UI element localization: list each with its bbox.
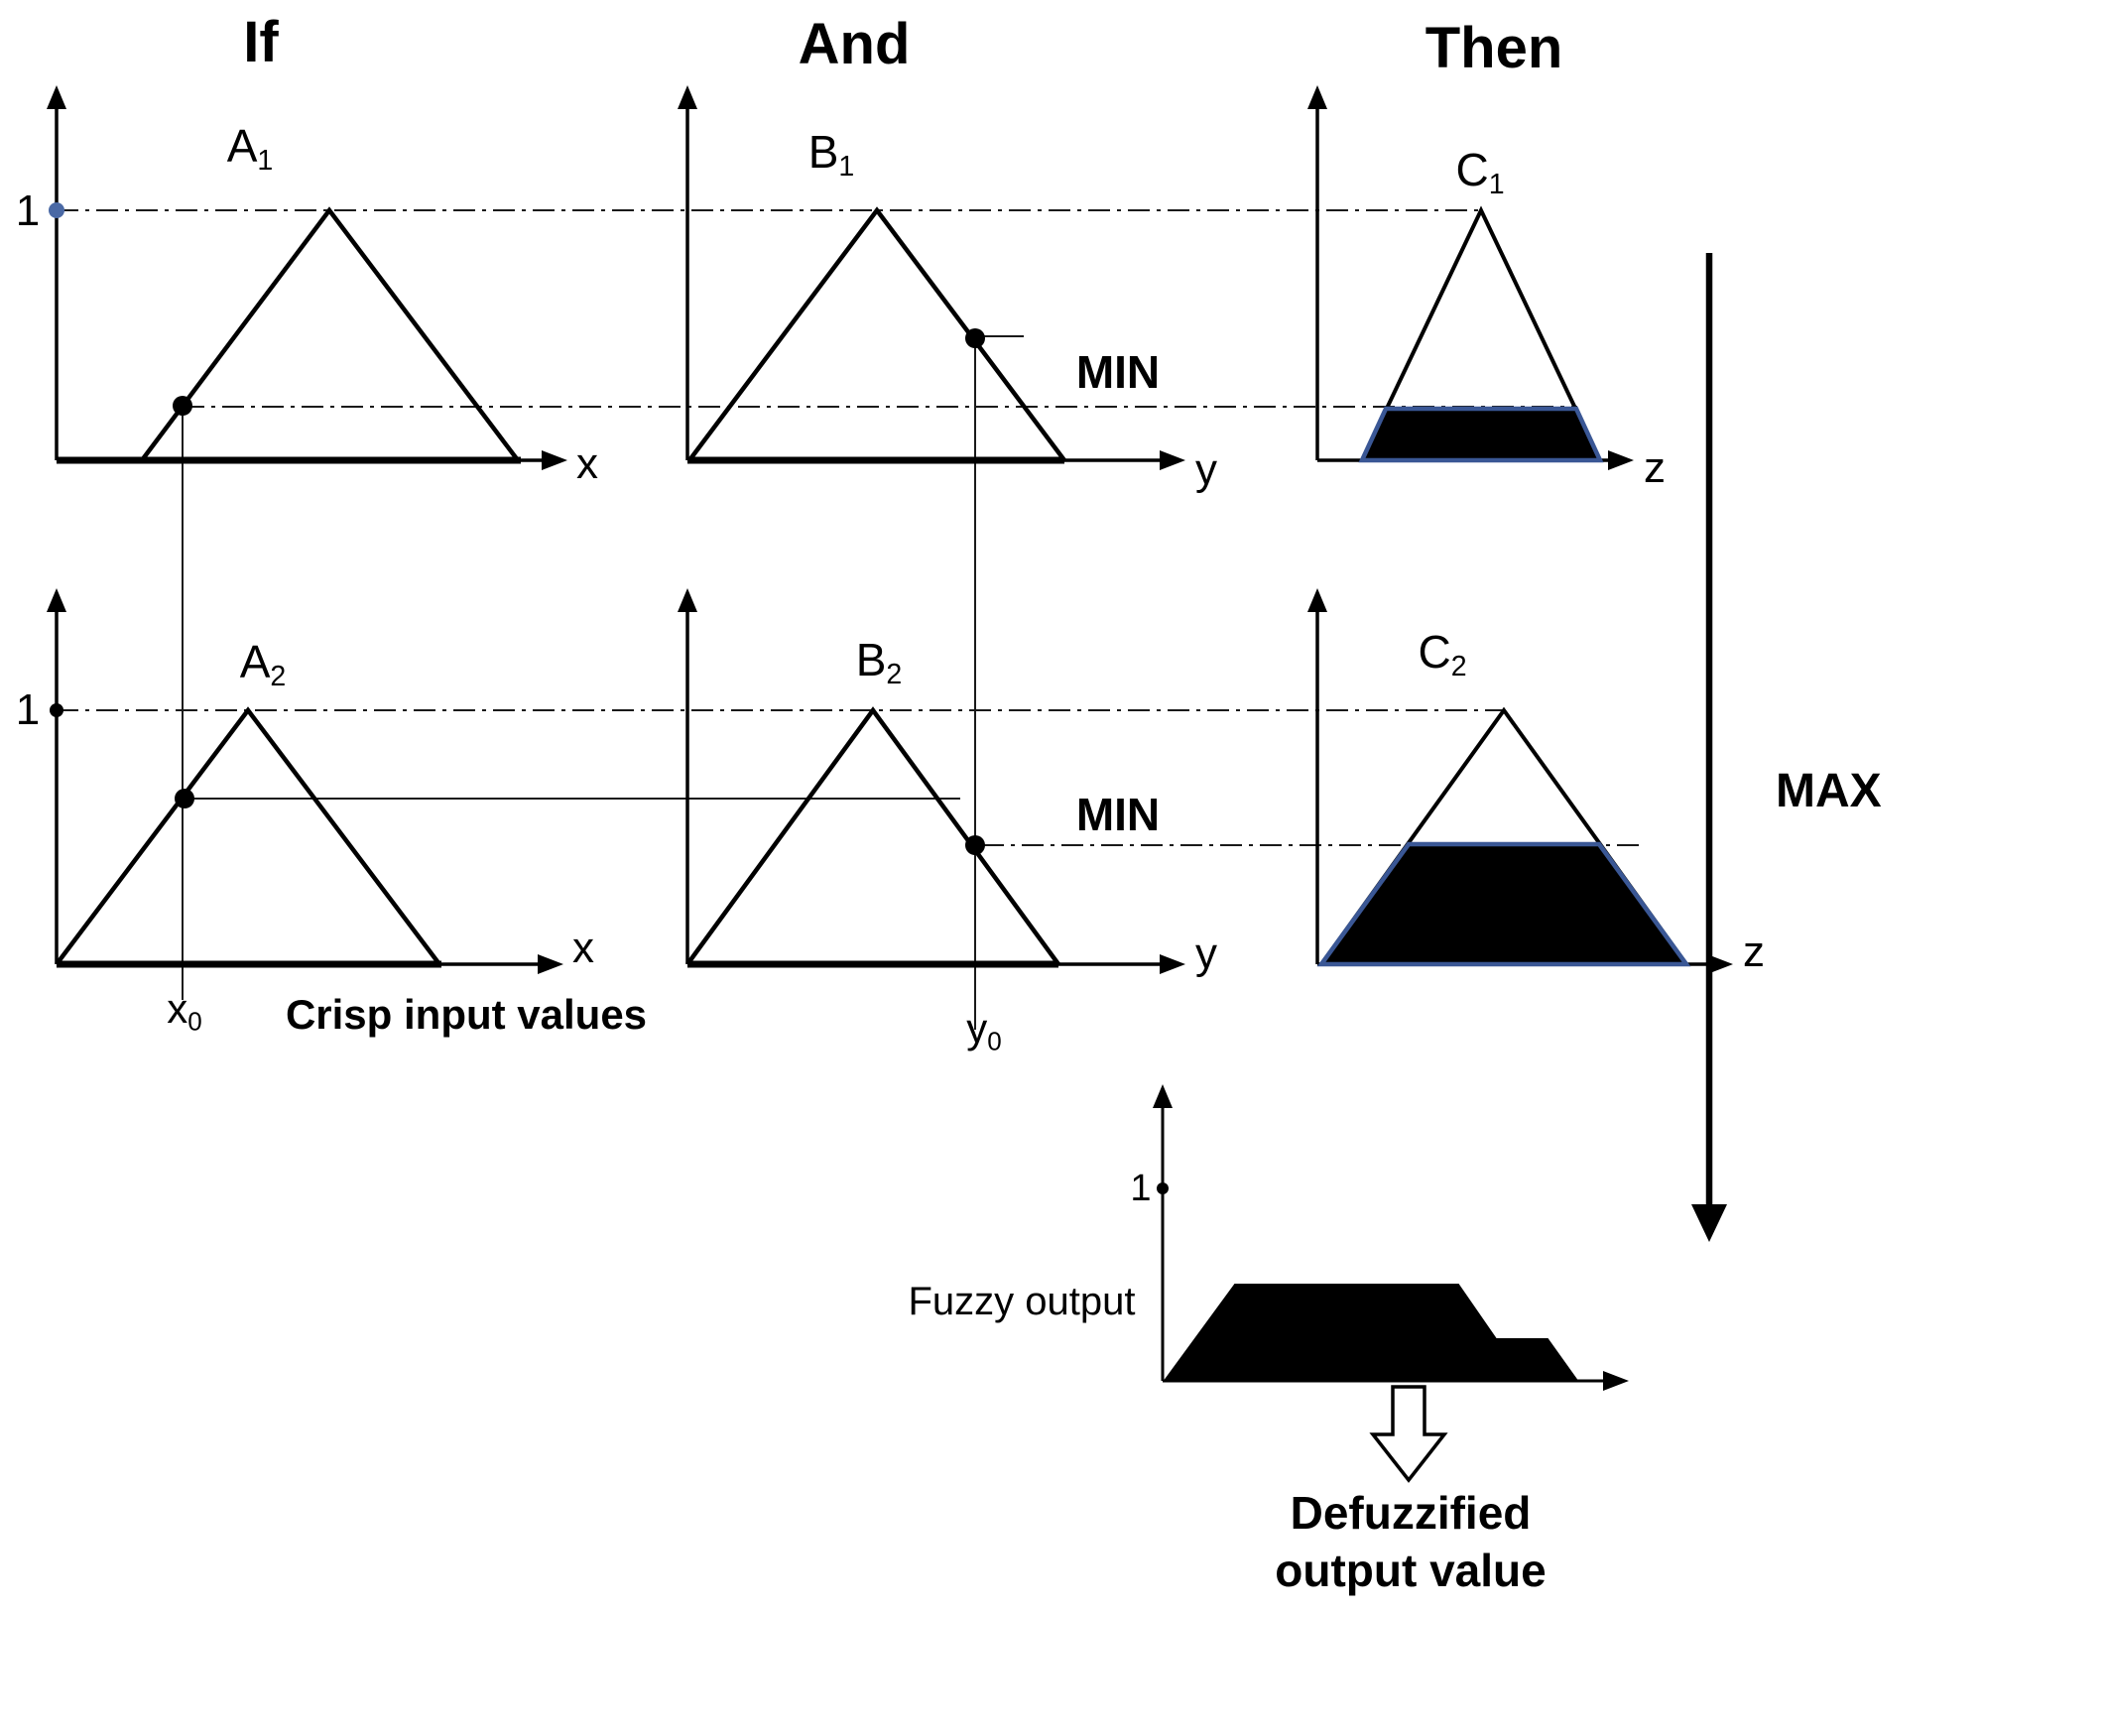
a2-x-axis-arrowhead bbox=[538, 954, 563, 974]
c2-clipped-region bbox=[1316, 841, 1691, 967]
b2-x-axis-arrowhead bbox=[1160, 954, 1185, 974]
a2-unit-marker-dot bbox=[50, 703, 63, 717]
c1-y-axis-arrowhead bbox=[1307, 85, 1327, 109]
aggregated-fuzzy-output-shape bbox=[1163, 1284, 1579, 1382]
output-unit-marker-dot bbox=[1157, 1182, 1169, 1194]
a2-triangle bbox=[55, 706, 441, 966]
set-label-c2: C2 bbox=[1418, 626, 1467, 682]
set-label-c1: C1 bbox=[1455, 144, 1505, 200]
max-arrow-head bbox=[1691, 1204, 1727, 1242]
crisp-input-caption: Crisp input values bbox=[285, 991, 648, 1038]
column-header-and: And bbox=[798, 12, 911, 76]
c1-x-axis-arrowhead bbox=[1608, 450, 1634, 470]
c1-triangle bbox=[1360, 205, 1602, 461]
panel-c2 bbox=[1307, 588, 1733, 974]
b1-y-axis-arrowhead bbox=[678, 85, 697, 109]
panel-a1 bbox=[47, 85, 567, 470]
defuzzified-label-line1: Defuzzified bbox=[1290, 1487, 1532, 1539]
a1-x-axis-arrowhead bbox=[542, 450, 567, 470]
a1-y-axis-arrowhead bbox=[47, 85, 66, 109]
column-header-then: Then bbox=[1425, 16, 1563, 80]
b2-intersection-dot bbox=[965, 835, 985, 855]
crisp-input-x0: x0 bbox=[167, 985, 202, 1037]
set-label-b1: B1 bbox=[807, 126, 855, 183]
a2-y-axis-arrowhead bbox=[47, 588, 66, 612]
a1-triangle bbox=[140, 206, 520, 462]
fuzzy-output-plot bbox=[1153, 1084, 1629, 1483]
c1-clipped-region bbox=[1358, 406, 1604, 463]
b1-triangle bbox=[687, 206, 1066, 462]
unit-tick-output: 1 bbox=[1130, 1168, 1152, 1209]
axis-label-x-row1: x bbox=[576, 439, 598, 488]
set-label-b2: B2 bbox=[855, 634, 903, 690]
min-label-rule1: MIN bbox=[1075, 346, 1161, 398]
max-arrow bbox=[1691, 253, 1727, 1242]
axis-label-y-row2: y bbox=[1195, 930, 1217, 978]
c2-x-axis-arrowhead bbox=[1707, 954, 1733, 974]
b1-intersection-dot bbox=[965, 328, 985, 348]
b2-triangle bbox=[685, 706, 1060, 966]
crisp-input-y0: y0 bbox=[966, 1005, 1002, 1056]
fuzzy-output-label: Fuzzy output bbox=[908, 1280, 1136, 1323]
a2-intersection-dot bbox=[175, 789, 194, 808]
axis-label-z-row1: z bbox=[1644, 443, 1666, 492]
panel-c1 bbox=[1307, 85, 1634, 470]
min-label-rule2: MIN bbox=[1075, 789, 1161, 840]
a1-intersection-dot bbox=[173, 396, 192, 416]
panel-b2 bbox=[678, 588, 1185, 974]
defuzzify-down-arrow bbox=[1369, 1385, 1448, 1483]
unit-tick-row1: 1 bbox=[15, 186, 41, 235]
axis-label-x-row2: x bbox=[572, 924, 594, 972]
b2-y-axis-arrowhead bbox=[678, 588, 697, 612]
output-x-axis-arrowhead bbox=[1603, 1371, 1629, 1391]
axis-label-z-row2: z bbox=[1743, 928, 1765, 976]
defuzzified-label-line2: output value bbox=[1275, 1545, 1547, 1596]
panel-b1 bbox=[678, 85, 1185, 470]
axis-label-y-row1: y bbox=[1195, 445, 1217, 494]
a1-unit-marker-dot bbox=[49, 202, 64, 218]
unit-tick-row2: 1 bbox=[15, 685, 41, 734]
set-label-a2: A2 bbox=[239, 636, 287, 692]
c2-y-axis-arrowhead bbox=[1307, 588, 1327, 612]
set-label-a1: A1 bbox=[226, 120, 274, 177]
column-header-if: If bbox=[243, 10, 279, 74]
max-label: MAX bbox=[1776, 765, 1882, 817]
panel-a2 bbox=[47, 588, 563, 974]
b1-x-axis-arrowhead bbox=[1160, 450, 1185, 470]
output-y-axis-arrowhead bbox=[1153, 1084, 1173, 1108]
